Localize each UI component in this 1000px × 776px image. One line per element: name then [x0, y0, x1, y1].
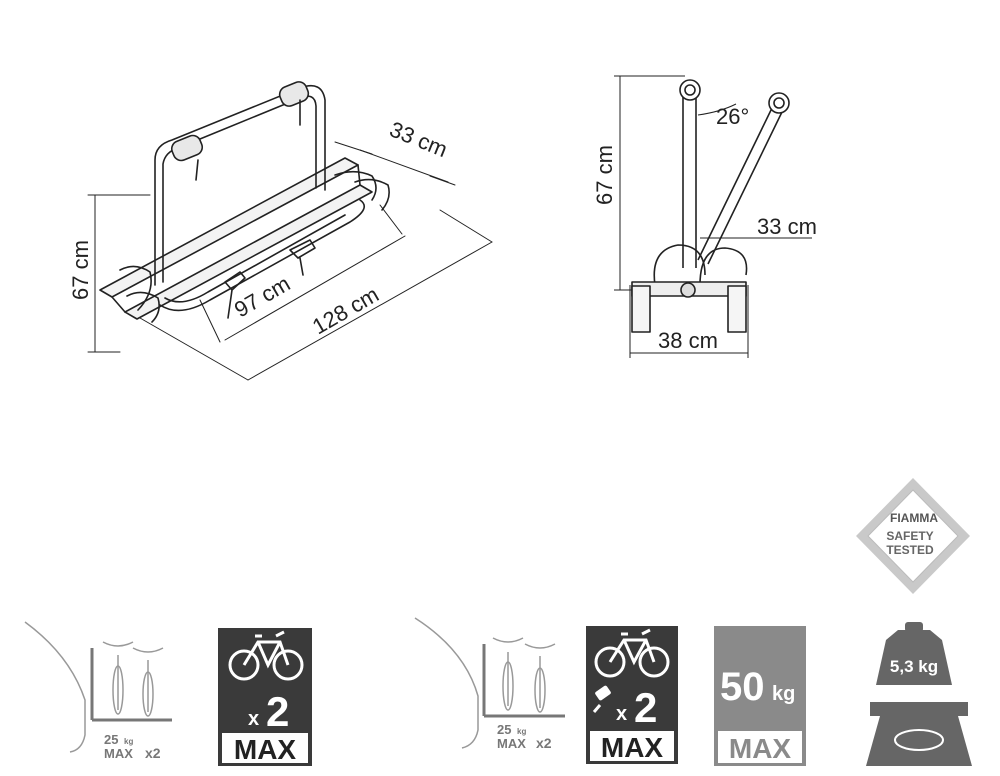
bike-silhouette-icon — [102, 641, 164, 717]
badge-brand: FIAMMA — [890, 511, 938, 525]
bikes-mult-set1: x — [248, 708, 259, 730]
power-plug-icon — [592, 685, 611, 713]
capacity-value: 50 — [720, 665, 765, 709]
badge-line2: TESTED — [886, 543, 934, 557]
load-max-set1: MAX — [104, 746, 133, 761]
bikes-mult-set2: x — [616, 703, 627, 725]
bikes-max-set2: MAX — [601, 732, 664, 763]
load-icon-set1 — [24, 621, 172, 753]
capacity-box: 50 kg MAX — [714, 626, 806, 766]
bikes-x2-box-set1: x 2 MAX — [218, 628, 312, 766]
perspective-bike-rack — [87, 81, 493, 381]
load-count-set2: x2 — [536, 735, 552, 751]
capacity-unit: kg — [772, 683, 795, 705]
product-weight: 5,3 kg — [890, 657, 938, 676]
badge-line1: SAFETY — [886, 529, 933, 543]
bike-silhouette-icon — [492, 637, 556, 713]
load-weight-set2: 25 — [497, 722, 511, 737]
bikes-max-set1: MAX — [234, 734, 297, 765]
side-dimension-lines — [614, 75, 812, 358]
side-arm-reach-label: 33 cm — [757, 214, 817, 239]
side-bike-rack — [614, 75, 812, 358]
perspective-height-label: 67 cm — [68, 240, 93, 300]
perspective-depth-label: 33 cm — [386, 116, 451, 162]
load-count-set1: x2 — [145, 745, 161, 761]
capacity-max: MAX — [729, 733, 792, 764]
load-weight-set1: 25 — [104, 732, 118, 747]
load-icon-set2 — [414, 617, 565, 749]
bikes-x2-box-set2: x 2 MAX — [586, 626, 678, 764]
safety-tested-badge: FIAMMA SAFETY TESTED — [856, 478, 970, 594]
side-base-width-label: 38 cm — [658, 328, 718, 353]
load-unit-set1: kg — [124, 737, 133, 746]
perspective-inner-length-label: 97 cm — [230, 271, 294, 323]
dimension-lines — [87, 141, 493, 381]
bikes-count-set1: 2 — [266, 688, 289, 735]
side-angle-label: 26° — [716, 104, 749, 129]
bikes-count-set2: 2 — [634, 684, 657, 731]
load-unit-set2: kg — [517, 727, 526, 736]
load-max-set2: MAX — [497, 736, 526, 751]
side-height-label: 67 cm — [592, 145, 617, 205]
scale-weight-icon: 5,3 kg — [866, 622, 972, 766]
